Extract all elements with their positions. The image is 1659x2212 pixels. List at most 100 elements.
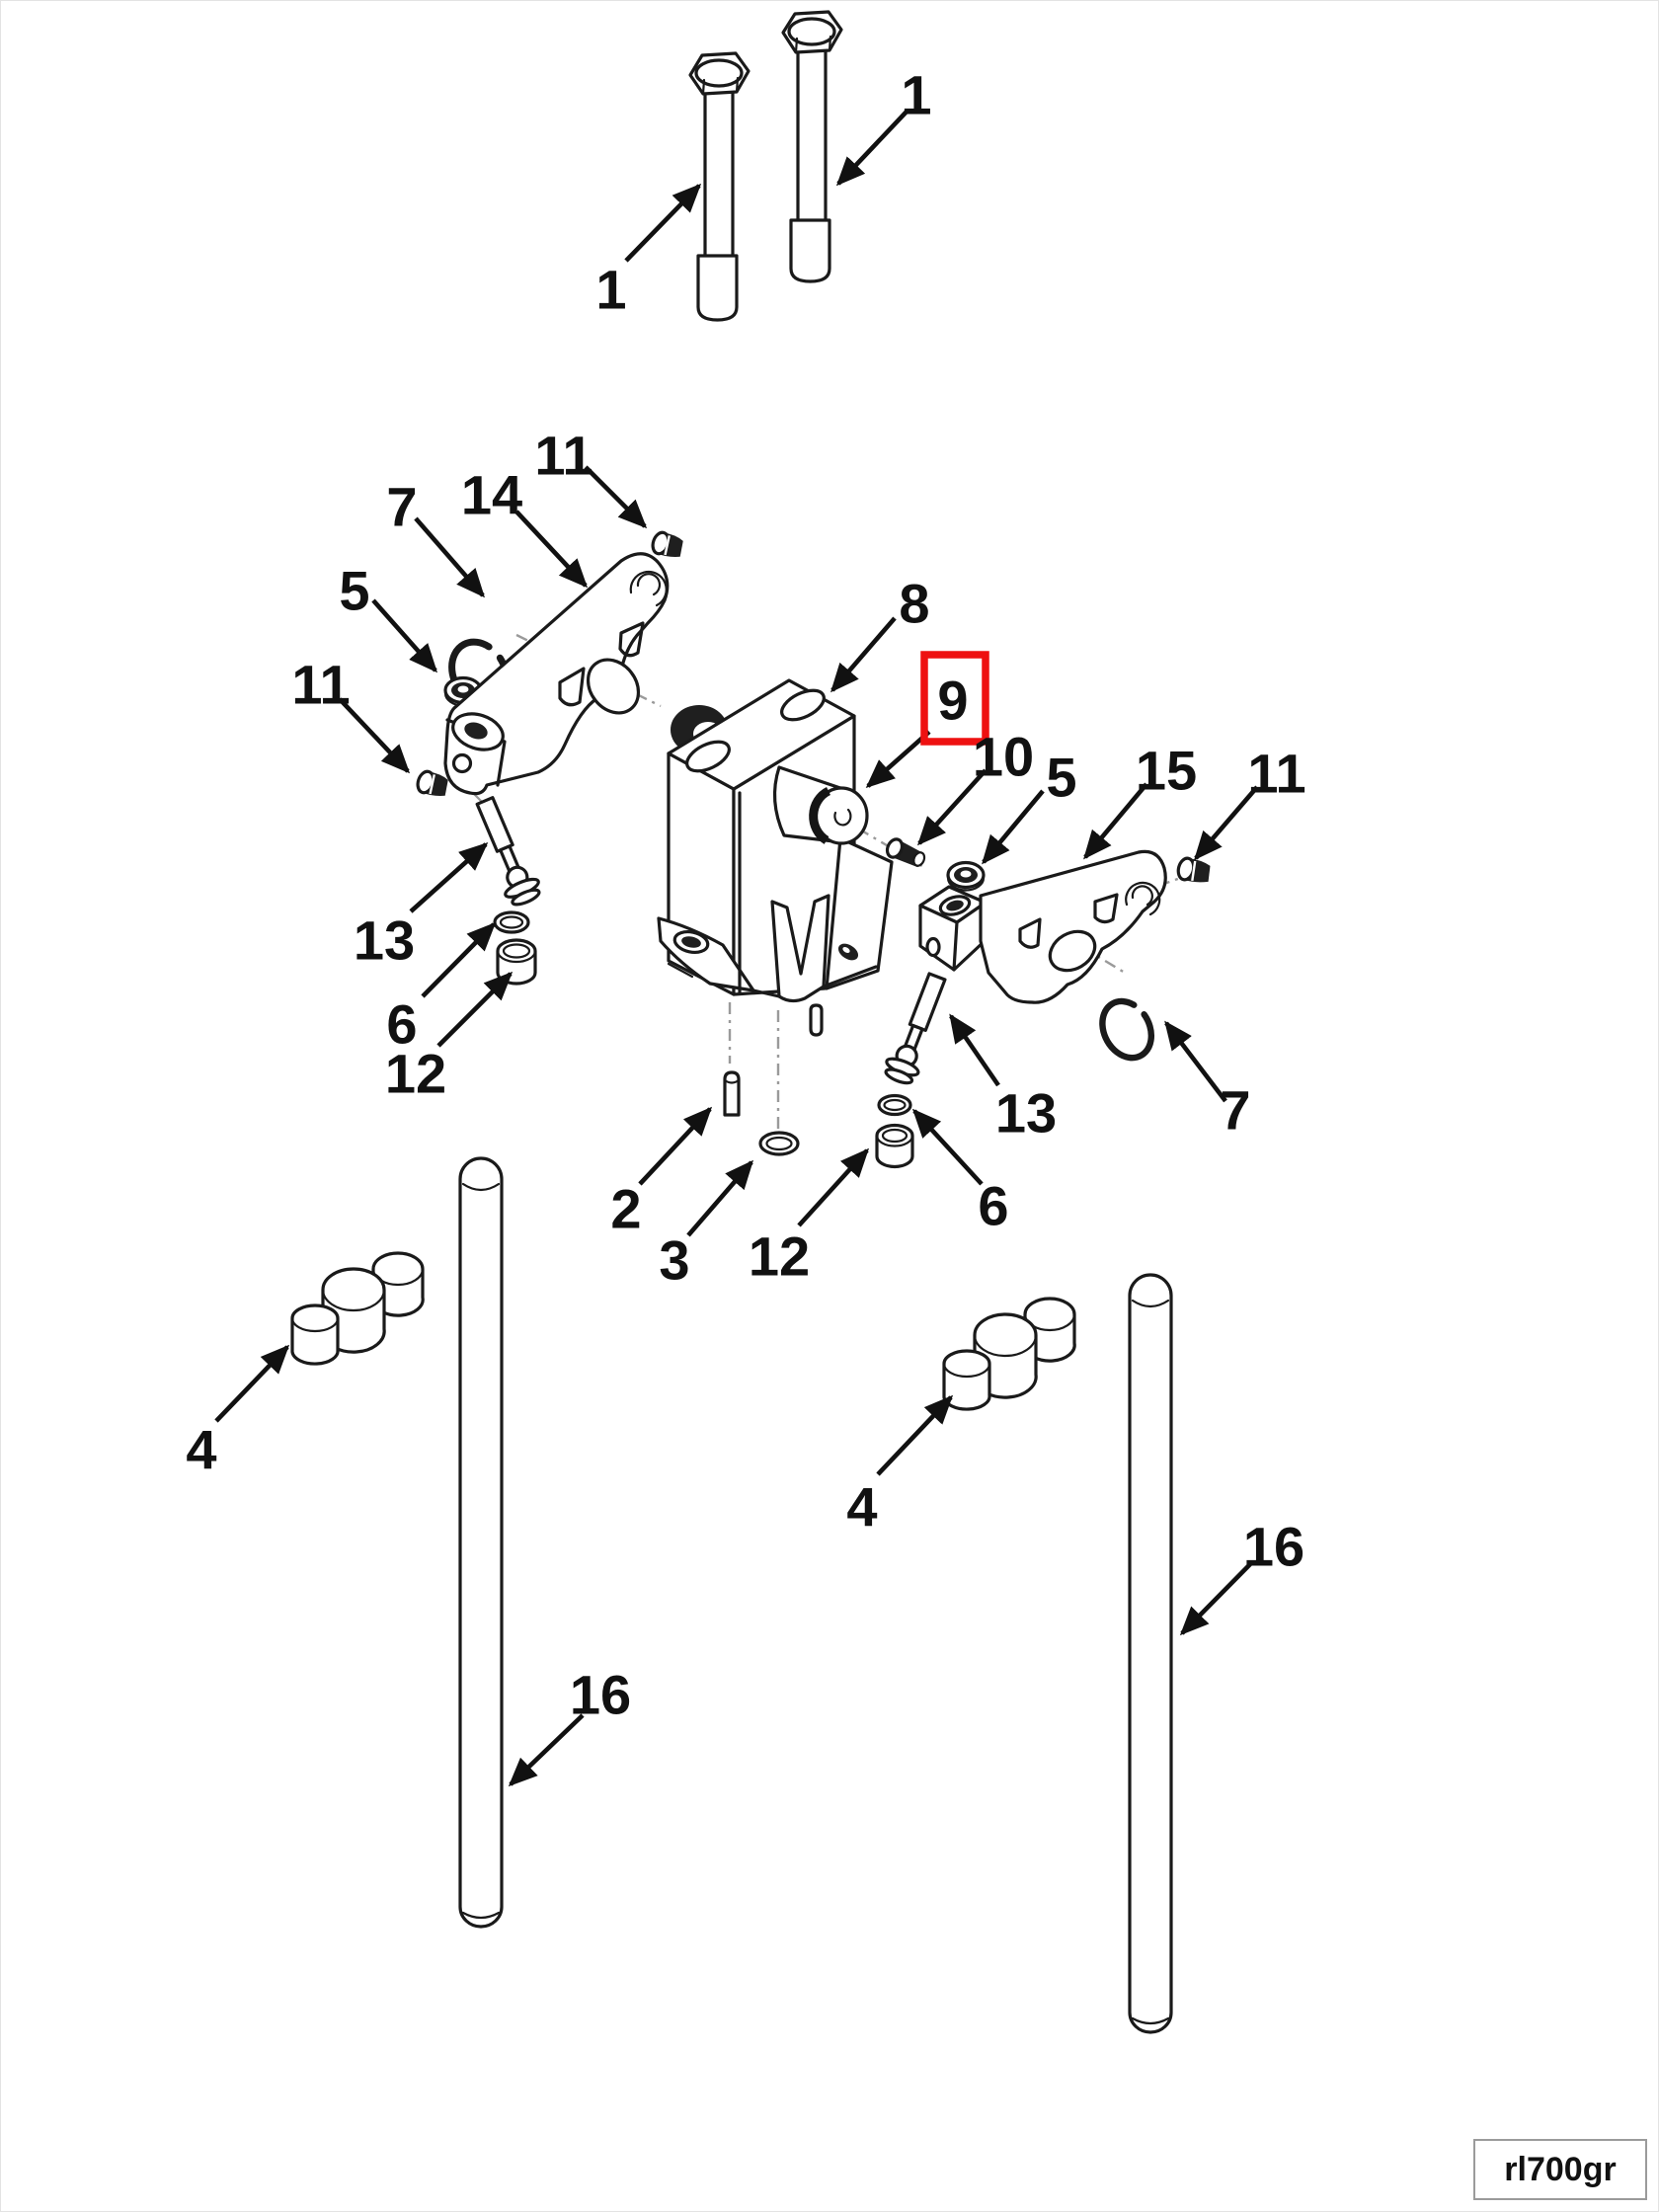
- callout-number: 1: [901, 64, 931, 126]
- callout-4[interactable]: 4: [846, 1394, 954, 1539]
- seal-left: [493, 910, 530, 934]
- callout-arrow: [835, 110, 908, 187]
- callout-5[interactable]: 5: [982, 747, 1077, 865]
- callout-6[interactable]: 6: [386, 921, 497, 1056]
- housing-yoke: [770, 894, 830, 1003]
- rocker-lever-left: [443, 552, 670, 796]
- pipe-plug-right: [1176, 856, 1211, 883]
- dowel-pin-small: [723, 1070, 741, 1117]
- highlight-box: [920, 651, 989, 746]
- callout-number: 10: [973, 726, 1034, 788]
- housing-tab: [809, 1003, 824, 1037]
- callout-number: 6: [386, 993, 417, 1056]
- callout-13[interactable]: 13: [949, 1013, 1057, 1145]
- callout-number: 5: [1046, 747, 1076, 809]
- cam-follower-left: [290, 1251, 425, 1366]
- callout-number: 7: [1220, 1079, 1250, 1142]
- callout-6[interactable]: 6: [911, 1108, 1009, 1237]
- callout-number: 16: [1243, 1516, 1304, 1578]
- cam-follower-right: [942, 1297, 1076, 1411]
- callout-number: 16: [570, 1664, 631, 1726]
- o-ring: [758, 1131, 800, 1156]
- callout-number: 13: [995, 1082, 1057, 1145]
- bushing-left: [496, 938, 537, 986]
- callout-11[interactable]: 11: [1194, 743, 1306, 861]
- callout-number: 12: [385, 1043, 446, 1105]
- callout-4[interactable]: 4: [186, 1344, 290, 1481]
- callout-2[interactable]: 2: [610, 1106, 713, 1240]
- callout-arrow: [830, 616, 897, 693]
- callout-arrow: [686, 1159, 753, 1237]
- callout-13[interactable]: 13: [354, 841, 489, 972]
- callout-arrow: [624, 183, 702, 263]
- callout-arrow: [797, 1147, 870, 1227]
- callout-14[interactable]: 14: [461, 464, 589, 589]
- callout-number: 6: [978, 1175, 1008, 1237]
- callout-number: 11: [534, 425, 592, 487]
- callout-number: 7: [386, 476, 417, 538]
- callout-16[interactable]: 16: [1179, 1516, 1304, 1636]
- callout-11[interactable]: 11: [291, 654, 411, 774]
- drawing-code-box: rl700gr: [1473, 2139, 1647, 2200]
- callout-number: 5: [339, 560, 369, 622]
- callout-arrow: [371, 598, 438, 673]
- callout-9-highlighted[interactable]: 9: [865, 651, 989, 789]
- rocker-lever-right: [918, 849, 1167, 1004]
- callout-arrow: [916, 768, 988, 846]
- rocker-lever-housing: [657, 678, 894, 1037]
- callout-1[interactable]: 1: [835, 64, 932, 187]
- callout-number: 4: [186, 1419, 216, 1481]
- seal-right: [877, 1093, 912, 1117]
- drawing-code-text: rl700gr: [1504, 2150, 1617, 2188]
- callout-7[interactable]: 7: [1164, 1020, 1251, 1142]
- callout-5[interactable]: 5: [339, 560, 438, 673]
- callout-12[interactable]: 12: [385, 971, 514, 1105]
- hex-bolt-left: [688, 51, 750, 322]
- hex-bolt-right: [781, 10, 843, 283]
- callout-number: 13: [354, 909, 415, 972]
- callout-arrow: [409, 841, 489, 913]
- adjusting-screw-right: [884, 972, 947, 1085]
- callout-arrow: [865, 730, 931, 789]
- callout-arrow: [982, 789, 1045, 865]
- callout-number: 9: [937, 670, 968, 732]
- callout-11[interactable]: 11: [534, 425, 648, 529]
- rocker-shaft: [772, 765, 869, 845]
- callout-arrow: [508, 1713, 585, 1787]
- bushing-right: [875, 1123, 914, 1169]
- callout-arrow: [421, 921, 497, 998]
- callout-1[interactable]: 1: [595, 183, 702, 321]
- callout-arrow: [338, 697, 411, 774]
- pipe-plug-top: [651, 530, 683, 557]
- callout-10[interactable]: 10: [916, 726, 1034, 846]
- callout-7[interactable]: 7: [386, 476, 485, 598]
- callout-arrow: [584, 465, 648, 529]
- callout-8[interactable]: 8: [830, 573, 930, 693]
- dowel-pin: [885, 837, 926, 868]
- callout-arrow: [1083, 782, 1148, 860]
- callout-15[interactable]: 15: [1083, 740, 1197, 860]
- callout-arrow: [1194, 785, 1259, 861]
- callout-number: 2: [610, 1178, 641, 1240]
- callout-number: 14: [461, 464, 522, 526]
- callout-number: 12: [749, 1225, 810, 1288]
- callout-arrow: [214, 1344, 290, 1423]
- adjusting-screw-left: [475, 796, 541, 907]
- callout-number: 3: [659, 1229, 689, 1292]
- callout-3[interactable]: 3: [659, 1159, 753, 1292]
- pipe-plug-left: [416, 769, 448, 796]
- callout-number: 15: [1136, 740, 1197, 802]
- callout-arrow: [436, 971, 514, 1048]
- callout-number: 11: [1247, 743, 1305, 805]
- callout-arrow: [949, 1013, 1000, 1087]
- callout-arrow: [876, 1394, 954, 1476]
- lock-nut-right: [946, 860, 986, 892]
- callout-12[interactable]: 12: [749, 1147, 870, 1288]
- callout-16[interactable]: 16: [508, 1664, 631, 1787]
- callout-number: 8: [899, 573, 929, 635]
- callout-arrow: [1179, 1562, 1252, 1636]
- callout-number: 4: [846, 1476, 877, 1539]
- callout-arrow: [638, 1106, 713, 1186]
